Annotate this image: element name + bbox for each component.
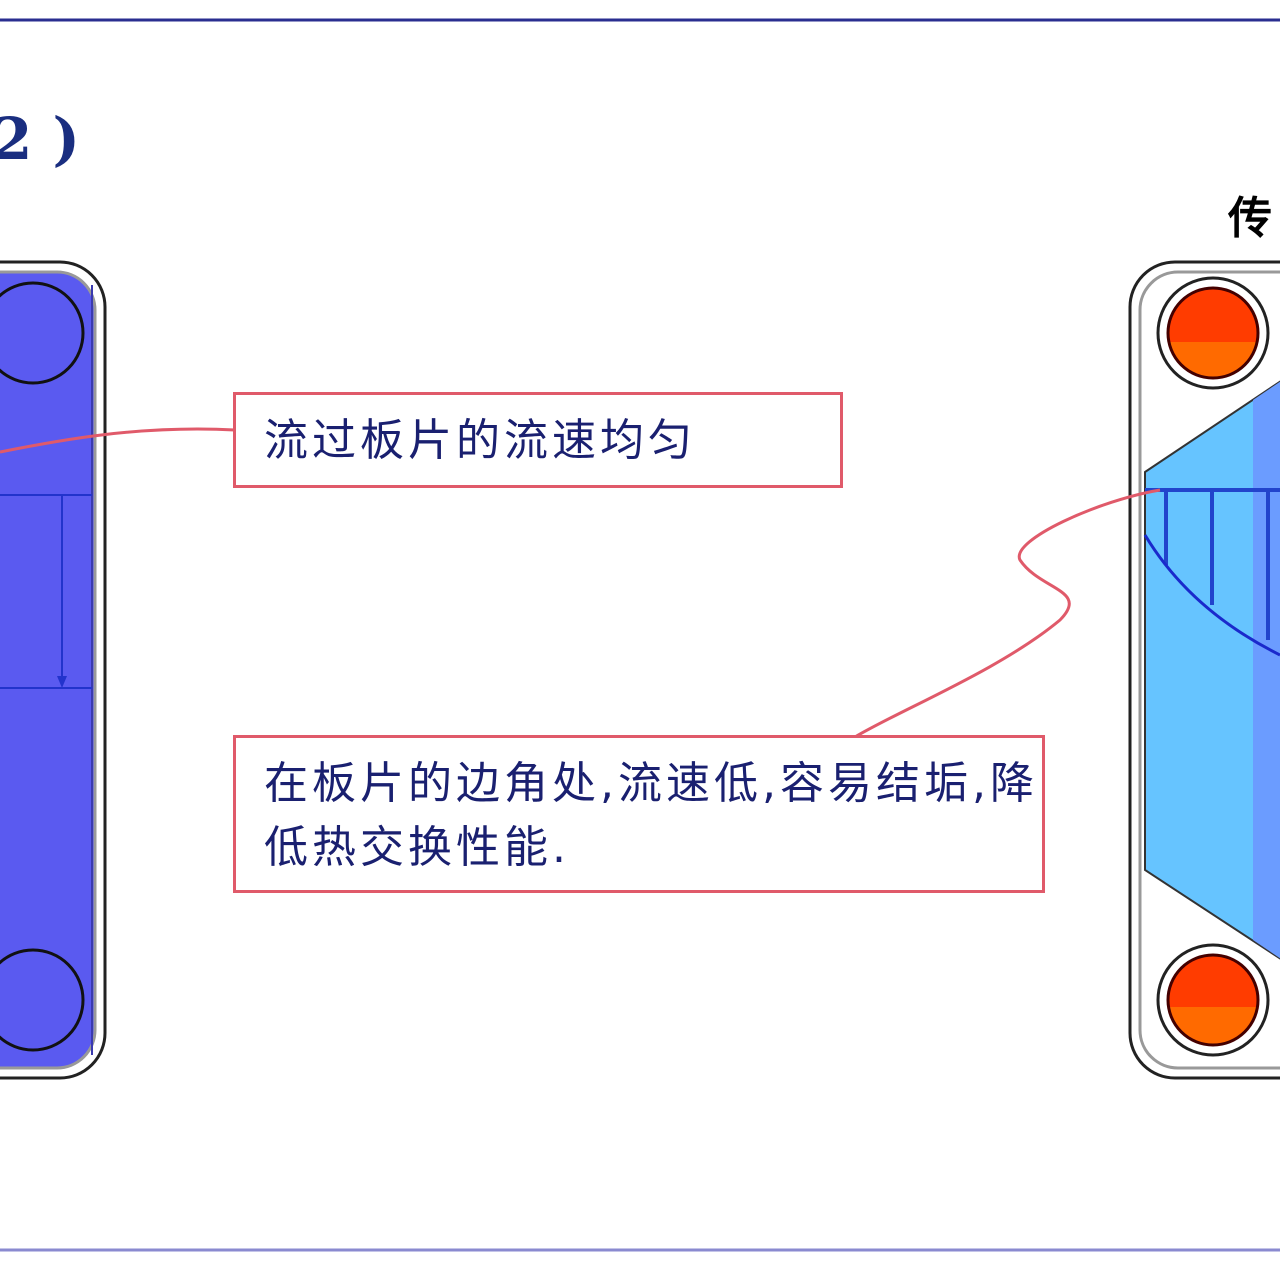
flow-area <box>1144 380 1280 960</box>
callout-leader <box>0 427 236 454</box>
right-plate <box>1128 260 1280 1080</box>
callout-leader <box>854 488 1161 739</box>
slide-title-fragment: 2 ) <box>0 105 80 173</box>
left-plate <box>0 260 107 1080</box>
port-circle <box>0 281 85 385</box>
port-hot-bottom <box>1156 943 1270 1057</box>
port-hot-top <box>1156 276 1270 390</box>
callout-corner-low-flow: 在板片的边角处,流速低,容易结垢,降低热交换性能. <box>233 735 1045 893</box>
callout-uniform-flow: 流过板片的流速均匀 <box>233 392 843 488</box>
port-circle <box>0 948 85 1052</box>
velocity-profile <box>1143 534 1280 657</box>
right-plate-label: 传 <box>1228 193 1272 244</box>
